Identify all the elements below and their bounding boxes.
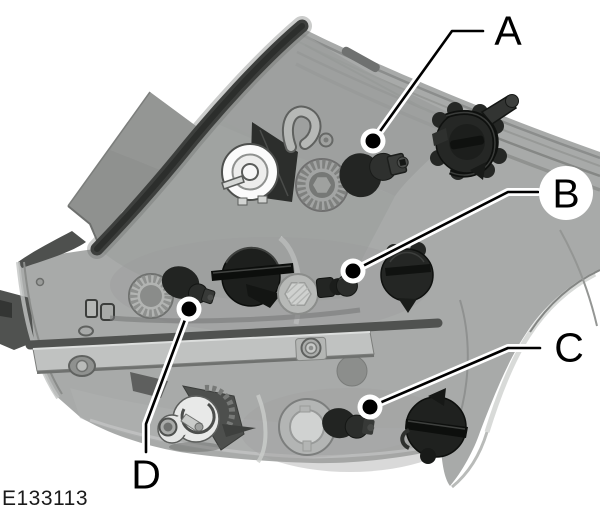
- socket-ring-left: [128, 273, 174, 319]
- leader-c: [368, 346, 542, 409]
- leader-b: [351, 190, 540, 273]
- bulb-c: [322, 408, 375, 439]
- row-a-parts: [221, 94, 519, 212]
- bulb-b: [315, 274, 358, 299]
- connector-b-center: [211, 246, 294, 308]
- liftgate-corner-wedge: [67, 16, 312, 259]
- rubber-hook: [281, 105, 322, 153]
- connector-c-right: [400, 388, 468, 464]
- callout-label-c: C: [554, 324, 584, 371]
- figure-code: E133113: [2, 487, 89, 510]
- leader-a: [371, 29, 485, 143]
- connector-grommet-a: [430, 94, 519, 180]
- bulb-d: [161, 266, 216, 305]
- hex-socket: [277, 273, 319, 315]
- row-b-parts: [128, 242, 434, 319]
- connector-b-right: [380, 242, 434, 313]
- callout-b-circle: [539, 166, 593, 220]
- callout-leaders: [142, 27, 593, 456]
- wiring-clip: [85, 299, 98, 318]
- mounting-bar: [25, 307, 443, 387]
- row-c-parts: [130, 372, 468, 464]
- bumper-corner: [0, 231, 115, 400]
- bulb-holder-dial: [221, 143, 279, 206]
- leader-d: [144, 307, 191, 454]
- callout-label-d: D: [131, 451, 161, 498]
- callout-label-b: B: [552, 170, 580, 217]
- round-boss: [336, 355, 368, 387]
- bulb-a: [339, 152, 409, 198]
- callout-label-a: A: [494, 7, 522, 54]
- bulb-holder-d-lower: [157, 384, 256, 452]
- socket-ring-a: [295, 158, 349, 212]
- rivet: [35, 277, 45, 287]
